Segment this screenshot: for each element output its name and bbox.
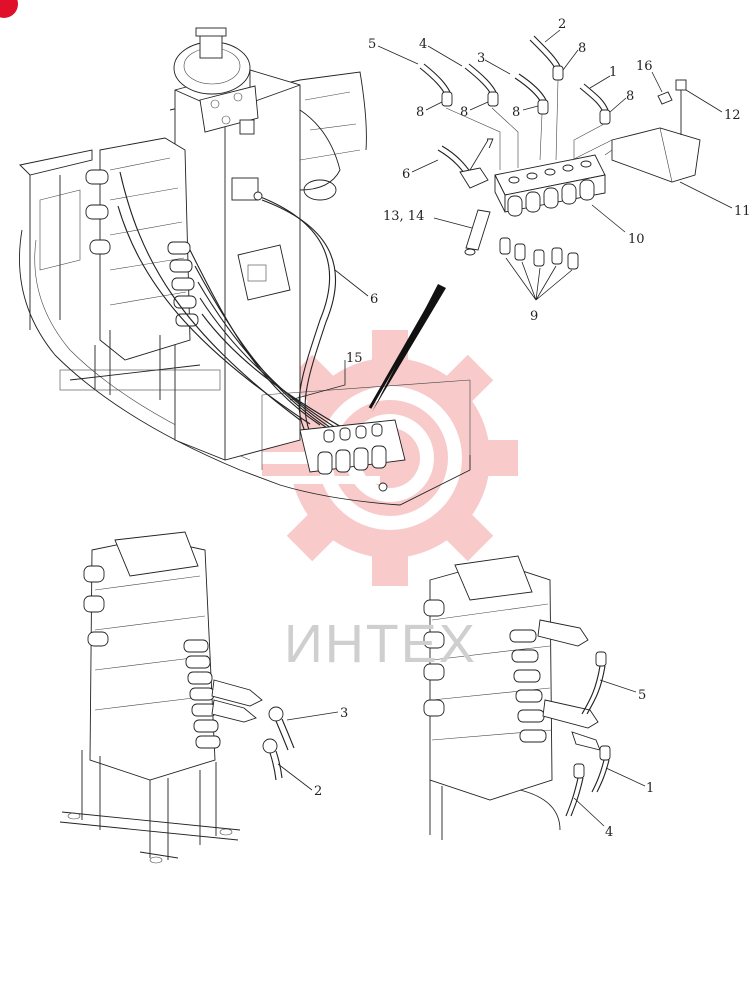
callout-2-detail: 2	[558, 17, 566, 32]
callout-8-d: 8	[460, 105, 468, 120]
main-manifold	[261, 379, 471, 492]
callout-8-b: 8	[626, 89, 634, 104]
callout-10: 10	[628, 232, 645, 247]
callout-4-lower: 4	[605, 825, 613, 840]
callout-3-detail: 3	[477, 51, 485, 66]
callout-6-main: 6	[370, 292, 378, 307]
watermark-text: ИНТЕХ	[284, 614, 477, 674]
callout-15: 15	[346, 351, 363, 366]
main-control-valve	[29, 137, 221, 400]
main-assembly-view: 6 15	[19, 27, 471, 506]
callout-11: 11	[734, 204, 751, 219]
callout-12: 12	[724, 108, 741, 123]
callout-1-lower: 1	[646, 781, 654, 796]
callout-5-detail: 5	[368, 37, 376, 52]
fittings-9	[499, 237, 579, 270]
callout-8-e: 8	[416, 105, 424, 120]
callout-8-c: 8	[512, 105, 520, 120]
callout-2-lower: 2	[314, 784, 322, 799]
manifold-exploded-view: 9 13, 14 10 11 12 16 2 8	[368, 17, 751, 324]
callout-9: 9	[530, 309, 538, 324]
valve-view-lower-left: 3 2	[59, 531, 348, 864]
hose-bundle	[117, 171, 365, 445]
callout-1-detail: 1	[609, 65, 617, 80]
callout-7: 7	[486, 137, 494, 152]
callout-5-lower: 5	[638, 688, 646, 703]
callout-13-14: 13, 14	[383, 209, 424, 224]
callout-8-a: 8	[578, 41, 586, 56]
valve-view-lower-right: 5 1 4	[423, 555, 654, 840]
callout-3-lower: 3	[340, 706, 348, 721]
callout-4-detail: 4	[419, 37, 427, 52]
callout-6-detail: 6	[402, 167, 410, 182]
corner-badge-icon	[0, 0, 18, 18]
callout-16: 16	[636, 59, 653, 74]
